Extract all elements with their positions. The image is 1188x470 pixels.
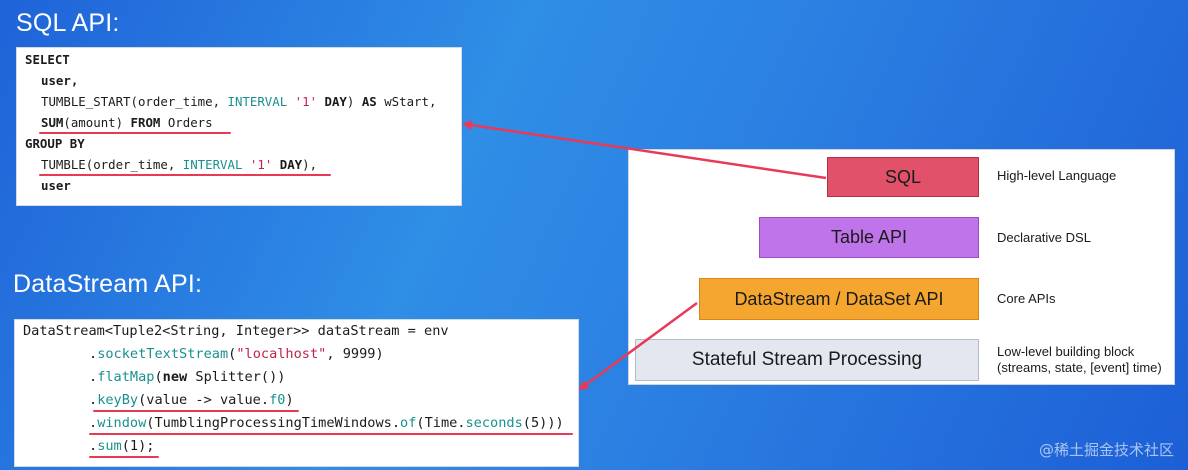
ds-keyby-underline (93, 410, 299, 412)
layer-datastream-api: DataStream / DataSet API (699, 278, 979, 320)
api-layer-stack: SQL High-level Language Table API Declar… (628, 149, 1175, 385)
ds-line-declare: DataStream<Tuple2<String, Integer>> data… (23, 323, 449, 339)
sql-line-select: SELECT (25, 52, 70, 67)
sql-line-sum: SUM(amount) FROM Orders (41, 115, 213, 130)
sql-tumble-underline (39, 174, 331, 176)
ds-sum-underline (89, 456, 159, 458)
ds-window-underline (89, 433, 573, 435)
layer-sql-desc: High-level Language (997, 168, 1117, 183)
ds-line-flatmap: .flatMap(new Splitter()) (89, 369, 286, 385)
layer-stateful-processing: Stateful Stream Processing (635, 339, 979, 381)
sql-line-user: user, (41, 73, 79, 88)
ds-line-sum: .sum(1); (89, 438, 155, 454)
datastream-api-title: DataStream API: (13, 270, 203, 298)
layer-sql: SQL (827, 157, 979, 197)
datastream-code-block: DataStream<Tuple2<String, Integer>> data… (14, 319, 579, 467)
sql-line-tumble: TUMBLE(order_time, INTERVAL '1' DAY), (41, 157, 318, 172)
sql-arrow (462, 120, 827, 180)
layer-table-api: Table API (759, 217, 979, 258)
layer-stateful-desc: Low-level building block (streams, state… (997, 344, 1162, 375)
datastream-arrow (578, 301, 698, 391)
ds-line-window: .window(TumblingProcessingTimeWindows.of… (89, 415, 564, 431)
layer-datastream-desc: Core APIs (997, 291, 1056, 306)
ds-line-socket: .socketTextStream("localhost", 9999) (89, 346, 384, 362)
sql-api-title: SQL API: (16, 9, 120, 37)
sql-sum-underline (39, 132, 231, 134)
watermark: @稀土掘金技术社区 (1038, 441, 1174, 459)
sql-code-block: SELECT user, TUMBLE_START(order_time, IN… (16, 47, 462, 206)
layer-table-desc: Declarative DSL (997, 230, 1091, 245)
sql-line-group-by: GROUP BY (25, 136, 85, 151)
sql-line-tumble-start: TUMBLE_START(order_time, INTERVAL '1' DA… (41, 94, 437, 109)
ds-line-keyby: .keyBy(value -> value.f0) (89, 392, 294, 408)
sql-line-user-end: user (41, 178, 71, 193)
